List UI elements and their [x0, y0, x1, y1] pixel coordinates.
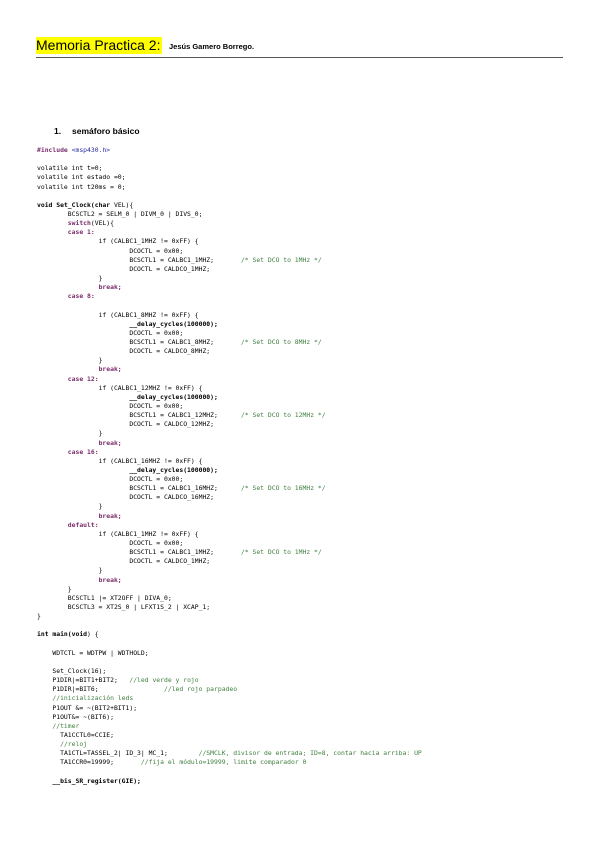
code-line: }: [37, 612, 41, 621]
section-title: semáforo básico: [72, 126, 140, 136]
code-line: __delay_cycles(100000);: [129, 392, 218, 401]
code-line: __delay_cycles(100000);: [129, 319, 218, 328]
code-line: case 1:: [67, 228, 95, 237]
code-line: break;: [98, 575, 122, 584]
code-line: BCSCTL3 = XT2S_0 | LFXT1S_2 | XCAP_1;: [67, 603, 211, 612]
code-line: case 8:: [67, 292, 95, 301]
code-line: DCOCTL = CALDCO_8MHZ;: [129, 347, 211, 356]
code-line: break;: [98, 511, 122, 520]
code-line: volatile int t20ms = 0;: [37, 182, 126, 191]
code-line: case 16:: [67, 447, 99, 456]
code-line: BCSCTL1 = CALBC1_1MHZ; /* Set DCO to 1MH…: [129, 255, 322, 264]
code-line: BCSCTL1 = CALBC1_16MHZ; /* Set DCO to 16…: [129, 484, 326, 493]
code-line: P1DIR|=BIT1+BIT2; //led verde y rojo: [52, 676, 199, 685]
code-line: }: [98, 429, 103, 438]
document-author: Jesús Gamero Borrego.: [169, 42, 255, 51]
code-line: if (CALBC1_8MHZ != 0xFF) {: [98, 310, 199, 319]
code-line: }: [98, 356, 103, 365]
code-line: if (CALBC1_1MHZ != 0xFF) {: [98, 237, 199, 246]
document-title: Memoria Practica 2:: [36, 37, 163, 54]
code-line: TA1CCTL0=CCIE;: [60, 731, 114, 739]
document-header: Memoria Practica 2: Jesús Gamero Borrego…: [36, 37, 563, 58]
code-line: volatile int estado =0;: [37, 173, 126, 182]
code-line: break;: [98, 365, 122, 374]
code-line: }: [98, 273, 103, 282]
code-line: }: [67, 584, 72, 593]
code-line: if (CALBC1_16MHZ != 0xFF) {: [98, 456, 203, 465]
code-line: int main(void) {: [37, 630, 99, 639]
code-line: DCOCTL = 0x00;: [129, 246, 184, 255]
code-line: break;: [98, 438, 122, 447]
code-line: if (CALBC1_1MHZ != 0xFF) {: [98, 529, 199, 538]
code-line: WDTCTL = WDTPW | WDTHOLD;: [52, 648, 149, 657]
code-line: //timer: [52, 721, 80, 730]
code-line: __delay_cycles(100000);: [129, 465, 218, 474]
code-listing: #include <msp430.h>volatile int t=0;vola…: [37, 146, 422, 786]
section-heading: 1. semáforo básico: [54, 126, 140, 136]
code-line: TA1CCR0=19999; //fija el módulo=19999, l…: [60, 758, 307, 767]
code-line: DCOCTL = 0x00;: [129, 401, 184, 410]
code-line: DCOCTL = CALDCO_16MHZ;: [129, 493, 214, 502]
code-line: P1DIR|=BIT6; //led rojo parpadeo: [52, 685, 238, 694]
code-line: default:: [67, 520, 99, 529]
code-line: void Set_Clock(char VEL){: [37, 200, 134, 209]
code-line: break;: [98, 283, 122, 292]
code-line: case 12:: [67, 374, 99, 383]
code-line: P1OUT &= ~(BIT2+BIT1);: [52, 703, 138, 712]
code-line: }: [98, 502, 103, 511]
code-line: BCSCTL1 = CALBC1_12MHZ; /* Set DCO to 12…: [129, 411, 326, 420]
code-line: DCOCTL = 0x00;: [129, 475, 184, 484]
code-line: P1OUT&= ~(BIT6);: [52, 712, 114, 721]
code-line: BCSCTL1 |= XT2OFF | DIVA_0;: [67, 593, 172, 602]
code-line: if (CALBC1_12MHZ != 0xFF) {: [98, 383, 203, 392]
code-line: //reloj: [60, 740, 88, 749]
code-line: DCOCTL = 0x00;: [129, 328, 184, 337]
code-line: //inicialización leds: [52, 694, 134, 703]
code-line: BCSCTL1 = CALBC1_1MHZ; /* Set DCO to 1MH…: [129, 548, 322, 557]
code-line: #include <msp430.h>: [37, 146, 111, 154]
code-line: }: [98, 566, 103, 575]
code-line: volatile int t=0;: [37, 164, 103, 173]
code-line: BCSCTL2 = SELM_0 | DIVM_0 | DIVS_0;: [67, 209, 203, 218]
code-line: DCOCTL = CALDCO_1MHZ;: [129, 557, 211, 566]
code-line: DCOCTL = CALDCO_12MHZ;: [129, 420, 214, 429]
code-line: Set_Clock(16);: [52, 667, 107, 676]
code-line: __bis_SR_register(GIE);: [52, 776, 141, 785]
section-number: 1.: [54, 126, 62, 136]
code-line: DCOCTL = CALDCO_1MHZ;: [129, 264, 211, 273]
code-line: switch(VEL){: [67, 219, 114, 228]
code-line: TA1CTL=TASSEL_2| ID_3| MC_1; //SMCLK, di…: [60, 749, 422, 758]
code-line: BCSCTL1 = CALBC1_8MHZ; /* Set DCO to 8MH…: [129, 337, 322, 346]
code-line: DCOCTL = 0x00;: [129, 539, 184, 548]
